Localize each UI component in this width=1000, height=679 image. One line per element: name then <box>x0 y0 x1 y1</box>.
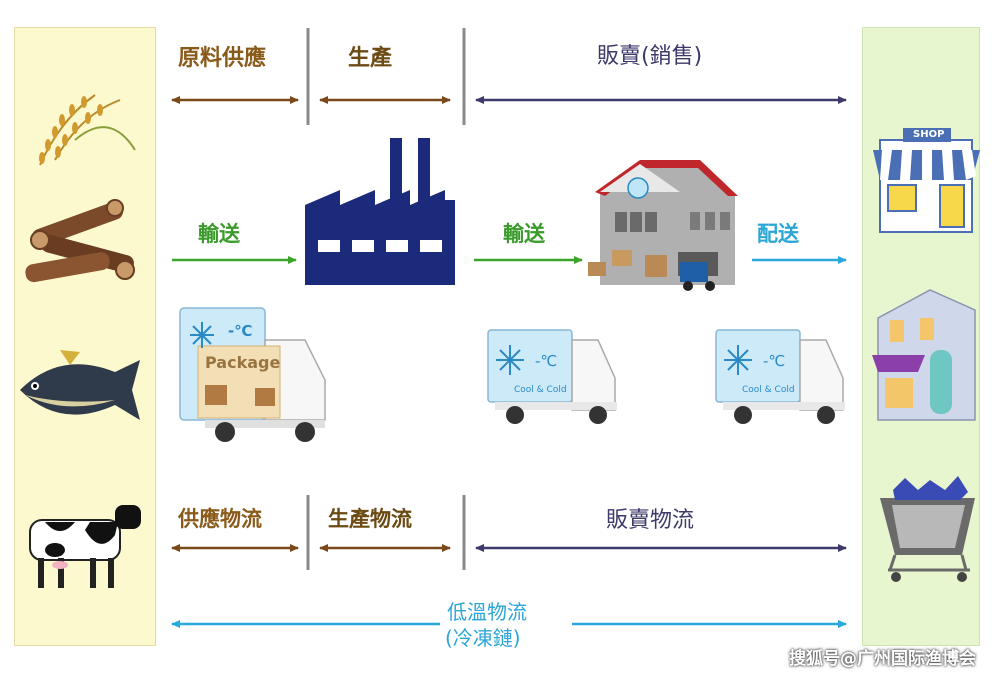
rice-icon <box>39 94 136 166</box>
tuna-fish-icon <box>20 350 140 420</box>
wood-logs-icon <box>25 199 135 283</box>
shopping-cart-icon <box>880 476 975 582</box>
refrigerated-truck-2 <box>487 329 617 424</box>
supply-stage-label: 原料供應 <box>178 46 267 71</box>
truck1-temperature: -℃ <box>228 322 253 340</box>
watermark: 搜狐号@广州国际渔博会 <box>789 649 976 669</box>
sales-stage-label: 販賣(銷售) <box>597 44 703 69</box>
cows-icon <box>29 505 141 588</box>
factory-icon <box>305 138 455 285</box>
snowflake-icon <box>496 345 524 375</box>
transport-label-2: 輸送 <box>503 222 545 246</box>
truck3-temperature: -℃ <box>763 352 786 370</box>
transport-label-1: 輸送 <box>198 222 240 246</box>
shop-sign: SHOP <box>913 129 945 140</box>
refrigerated-truck-1 <box>179 307 326 442</box>
sales-logistics-label: 販賣物流 <box>606 508 695 533</box>
refrigerated-truck-3 <box>715 329 845 424</box>
snowflake-icon <box>724 345 752 375</box>
production-logistics-label: 生產物流 <box>328 507 412 531</box>
store-building-icon <box>872 289 976 421</box>
supply-logistics-label: 供應物流 <box>178 507 262 531</box>
snowflake-icon <box>190 322 214 348</box>
truck1-package-label: Package <box>205 353 281 372</box>
production-stage-label: 生產 <box>348 46 393 71</box>
delivery-label: 配送 <box>757 222 799 246</box>
shop-icon <box>873 128 980 233</box>
truck2-cool-cold: Cool & Cold <box>514 385 567 395</box>
cold-chain-sublabel: (冷凍鏈) <box>445 626 521 650</box>
cold-warehouse-icon <box>588 160 738 291</box>
cold-chain-label: 低溫物流 <box>447 600 527 624</box>
truck3-cool-cold: Cool & Cold <box>742 385 795 395</box>
truck2-temperature: -℃ <box>535 352 558 370</box>
